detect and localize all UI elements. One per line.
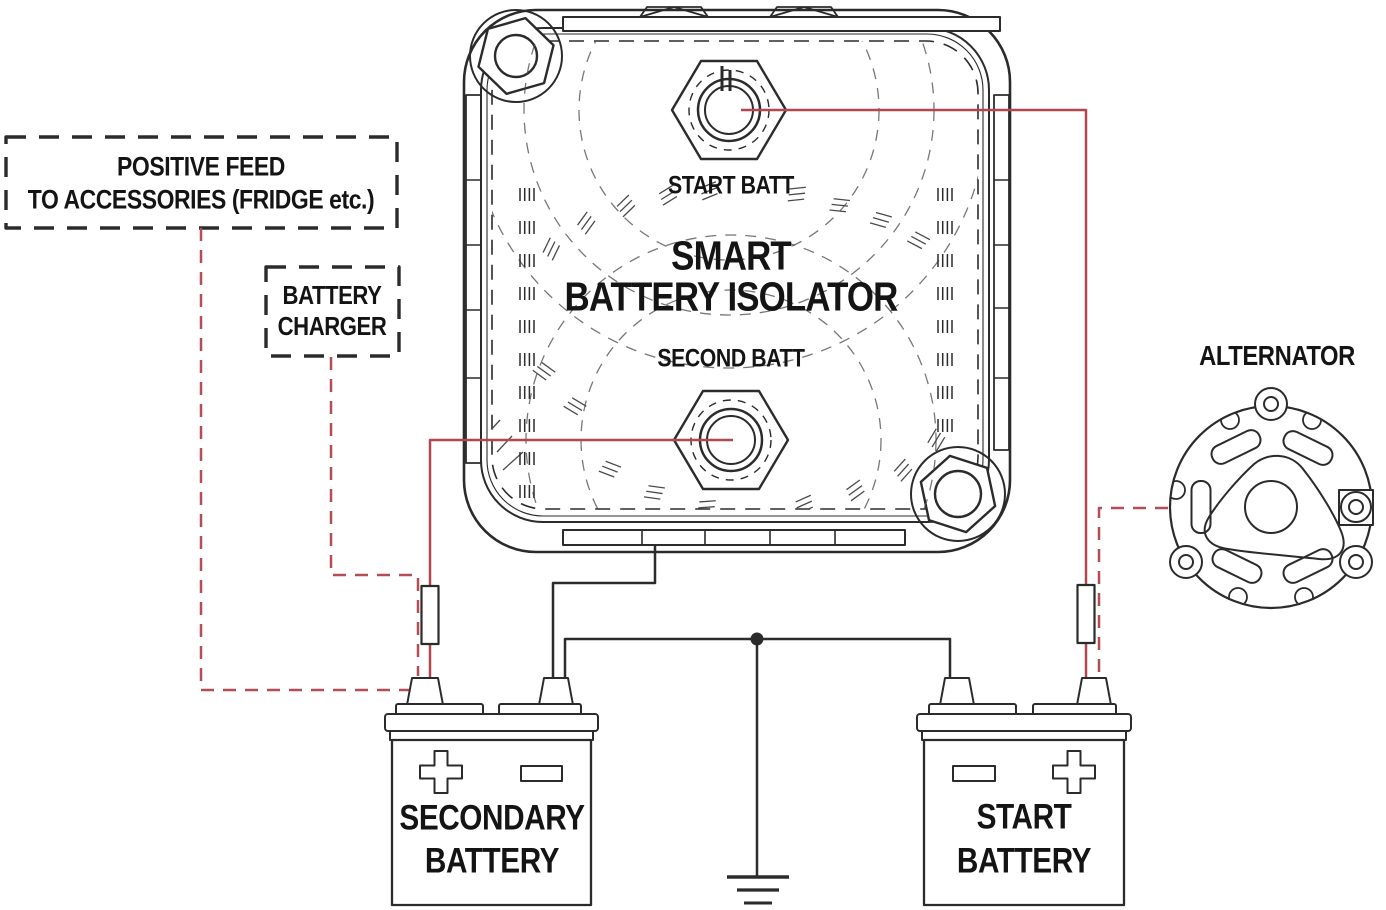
positive-feed-wire (199, 228, 412, 692)
battery-post (406, 677, 444, 706)
secondary-battery-label-line2: BATTERY (424, 841, 560, 881)
alternator-vent-slot (1190, 429, 1334, 584)
alternator-wire (1097, 506, 1168, 676)
alternator-output-terminal (1338, 489, 1374, 526)
start-battery (916, 677, 1132, 907)
isolator-side-rail (465, 94, 1010, 464)
plus-symbol (1052, 750, 1096, 794)
battery-charger-box (264, 265, 401, 358)
battery-charger-label-line1: BATTERY (282, 280, 382, 310)
second-batt-positive-wire (428, 438, 733, 679)
positive-feed-label-line1: POSITIVE FEED (117, 151, 285, 182)
isolator-ground-wire (551, 545, 657, 679)
corner-bolt-top-left (469, 9, 563, 103)
start-battery-label-line1: START (976, 797, 1072, 837)
isolator-title-line2: BATTERY ISOLATOR (564, 273, 899, 320)
battery-post (1076, 677, 1112, 706)
isolator-top-bar (562, 16, 1001, 32)
alternator-drawing (1168, 387, 1374, 610)
battery-post (538, 677, 574, 706)
isolator-title-line1: SMART (671, 232, 791, 279)
start-batt-positive-wire (741, 108, 1088, 679)
junction-dot (750, 632, 764, 646)
start-batt-terminal-label: START BATT (668, 171, 794, 200)
alternator-pulley (1244, 480, 1298, 534)
positive-feed-label-line2: TO ACCESSORIES (FRIDGE etc.) (27, 184, 375, 215)
mounting-tab (769, 6, 839, 18)
isolator-bottom-bar (562, 529, 906, 546)
secondary-battery-label-line1: SECONDARY (399, 798, 585, 838)
second-batt-terminal-label: SECOND BATT (657, 344, 805, 373)
plus-symbol (419, 750, 463, 794)
minus-symbol (952, 765, 996, 782)
battery-post (939, 677, 975, 706)
battery-charger-label-line2: CHARGER (277, 311, 387, 341)
corner-bolt-bottom-right (910, 446, 1006, 542)
smart-battery-isolator (462, 6, 1012, 554)
charger-wire (329, 357, 420, 676)
start-battery-label-line2: BATTERY (956, 841, 1092, 881)
fuse-secondary (420, 584, 440, 646)
alternator-label: ALTERNATOR (1199, 340, 1355, 371)
mounting-tab (639, 6, 709, 18)
minus-symbol (520, 765, 563, 782)
ground-symbol (727, 875, 789, 905)
alternator-mounting-ear (1169, 387, 1373, 579)
fuse-start (1076, 583, 1096, 645)
secondary-battery (384, 677, 599, 907)
